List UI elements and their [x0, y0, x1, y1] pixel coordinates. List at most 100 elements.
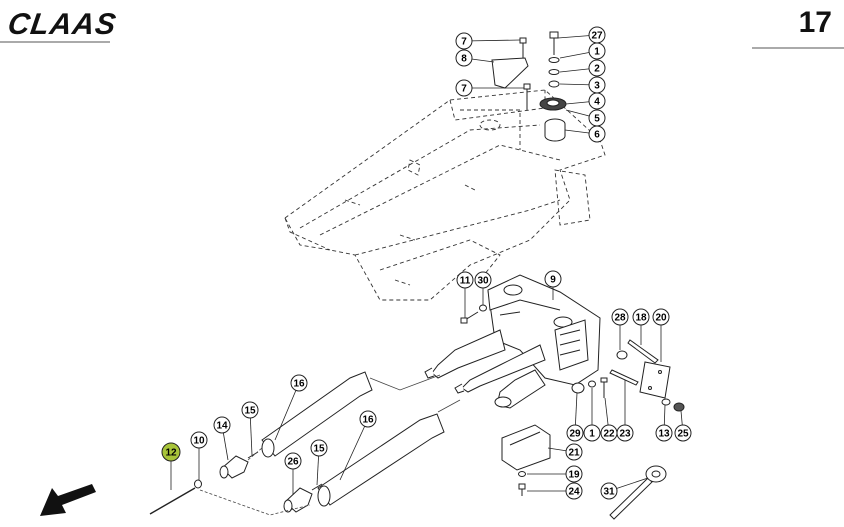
callout-label-c7b: 7	[461, 84, 467, 95]
callout-label-c11: 11	[460, 276, 471, 287]
washer-part-10	[194, 479, 202, 489]
callout-balloon-c10	[190, 431, 208, 449]
output-shaft-lower	[454, 344, 546, 394]
pin-part-23	[609, 369, 639, 386]
callout-balloon-c28	[611, 308, 629, 326]
callout-label-c6: 6	[594, 130, 600, 141]
callout-label-c16b: 16	[362, 415, 374, 426]
callout-balloon-c30	[474, 271, 492, 289]
nut-part-25	[673, 402, 685, 412]
callout-balloon-c8	[455, 49, 473, 67]
callout-label-c29: 29	[569, 429, 581, 440]
callout-label-c9: 9	[550, 275, 556, 286]
direction-arrow-icon	[40, 484, 96, 516]
callout-label-c21: 21	[568, 448, 580, 459]
bolt-part-11	[460, 311, 479, 324]
elbow-outlet	[494, 369, 546, 409]
callout-balloon-c7a	[455, 32, 473, 50]
callout-label-c19: 19	[568, 470, 580, 481]
callout-label-c15b: 15	[313, 444, 325, 455]
callout-label-c27: 27	[591, 31, 603, 42]
callout-label-c12: 12	[165, 448, 177, 459]
callout-balloon-c9	[544, 270, 562, 288]
bracket-part-8	[491, 37, 529, 89]
callout-label-c14: 14	[216, 421, 228, 432]
callout-label-c20: 20	[655, 313, 667, 324]
callout-label-c26: 26	[287, 457, 299, 468]
bolt-part-7b	[523, 83, 531, 110]
callout-label-c3: 3	[594, 81, 600, 92]
callout-label-c5: 5	[594, 114, 600, 125]
output-shaft-upper	[424, 329, 506, 379]
callout-label-c15a: 15	[244, 406, 256, 417]
callout-label-c28: 28	[614, 313, 626, 324]
callout-balloon-c26	[284, 452, 302, 470]
callout-balloon-c20	[652, 308, 670, 326]
bushing-part-29	[571, 382, 585, 394]
cone-guard-part-16b	[317, 413, 445, 507]
callout-balloon-c15b	[310, 439, 328, 457]
callout-balloon-c18	[632, 308, 650, 326]
callout-balloon-c1a	[588, 42, 606, 60]
gearbox-housing-part-9	[487, 274, 601, 386]
page-number: 17	[798, 6, 832, 39]
callout-label-c7a: 7	[461, 37, 467, 48]
callout-balloon-c12	[161, 442, 181, 462]
callout-label-c24: 24	[568, 487, 580, 498]
callout-balloon-c4	[588, 92, 606, 110]
washer-part-30	[479, 304, 487, 312]
callout-label-c18: 18	[635, 313, 647, 324]
bushing-part-6	[544, 118, 566, 142]
cover-part-21	[501, 424, 551, 471]
callout-balloon-c2	[588, 59, 606, 77]
callout-label-c31: 31	[603, 487, 615, 498]
pin-part-18	[627, 339, 659, 364]
callout-label-c16a: 16	[293, 379, 305, 390]
callout-balloon-c24	[565, 482, 583, 500]
washer-part-1b	[588, 380, 596, 388]
callout-label-c2: 2	[594, 64, 600, 75]
bolt-stack-parts-27-1-2-3	[548, 31, 560, 88]
bolt-part-22	[600, 377, 608, 398]
coupling-part-26	[283, 487, 313, 513]
washer-part-13	[661, 398, 671, 406]
leader-line-c16a	[274, 382, 300, 441]
assembly-lines	[199, 374, 461, 516]
callout-balloon-c16b	[359, 410, 377, 428]
bolt-part-15b	[311, 483, 323, 491]
callout-label-c13: 13	[658, 429, 670, 440]
callout-label-c22: 22	[603, 429, 615, 440]
leader-line-c16b	[339, 418, 369, 481]
callout-label-c4: 4	[594, 97, 600, 108]
callout-balloon-c7b	[455, 79, 473, 97]
callout-balloon-c31	[600, 482, 618, 500]
callout-label-c1b: 1	[589, 429, 595, 440]
callout-balloon-c6	[588, 125, 606, 143]
callout-balloon-c29	[566, 424, 584, 442]
callout-balloon-c19	[565, 465, 583, 483]
callout-label-c10: 10	[193, 436, 205, 447]
plate-part-20	[639, 361, 671, 399]
rod-part-12	[149, 487, 196, 515]
callout-label-c1a: 1	[594, 47, 600, 58]
cone-guard-part-16a	[261, 371, 373, 458]
sprocket-part-4	[539, 97, 567, 111]
washer-part-19	[518, 471, 526, 477]
seal-part-28	[616, 350, 628, 360]
coupling-part-14	[219, 455, 249, 479]
callout-balloon-c11	[456, 271, 474, 289]
callout-balloon-c15a	[241, 401, 259, 419]
wrench-part-31	[609, 465, 667, 520]
callout-balloon-c16a	[290, 374, 308, 392]
leader-line-c7a	[463, 39, 521, 42]
callout-label-c8: 8	[461, 54, 467, 65]
callout-balloon-c13	[655, 424, 673, 442]
callout-balloon-c25	[674, 424, 692, 442]
callout-balloon-c1b	[583, 424, 601, 442]
callout-balloon-c23	[616, 424, 634, 442]
callout-balloon-c21	[565, 443, 583, 461]
callout-label-c30: 30	[477, 276, 489, 287]
bolt-part-24	[518, 483, 526, 496]
